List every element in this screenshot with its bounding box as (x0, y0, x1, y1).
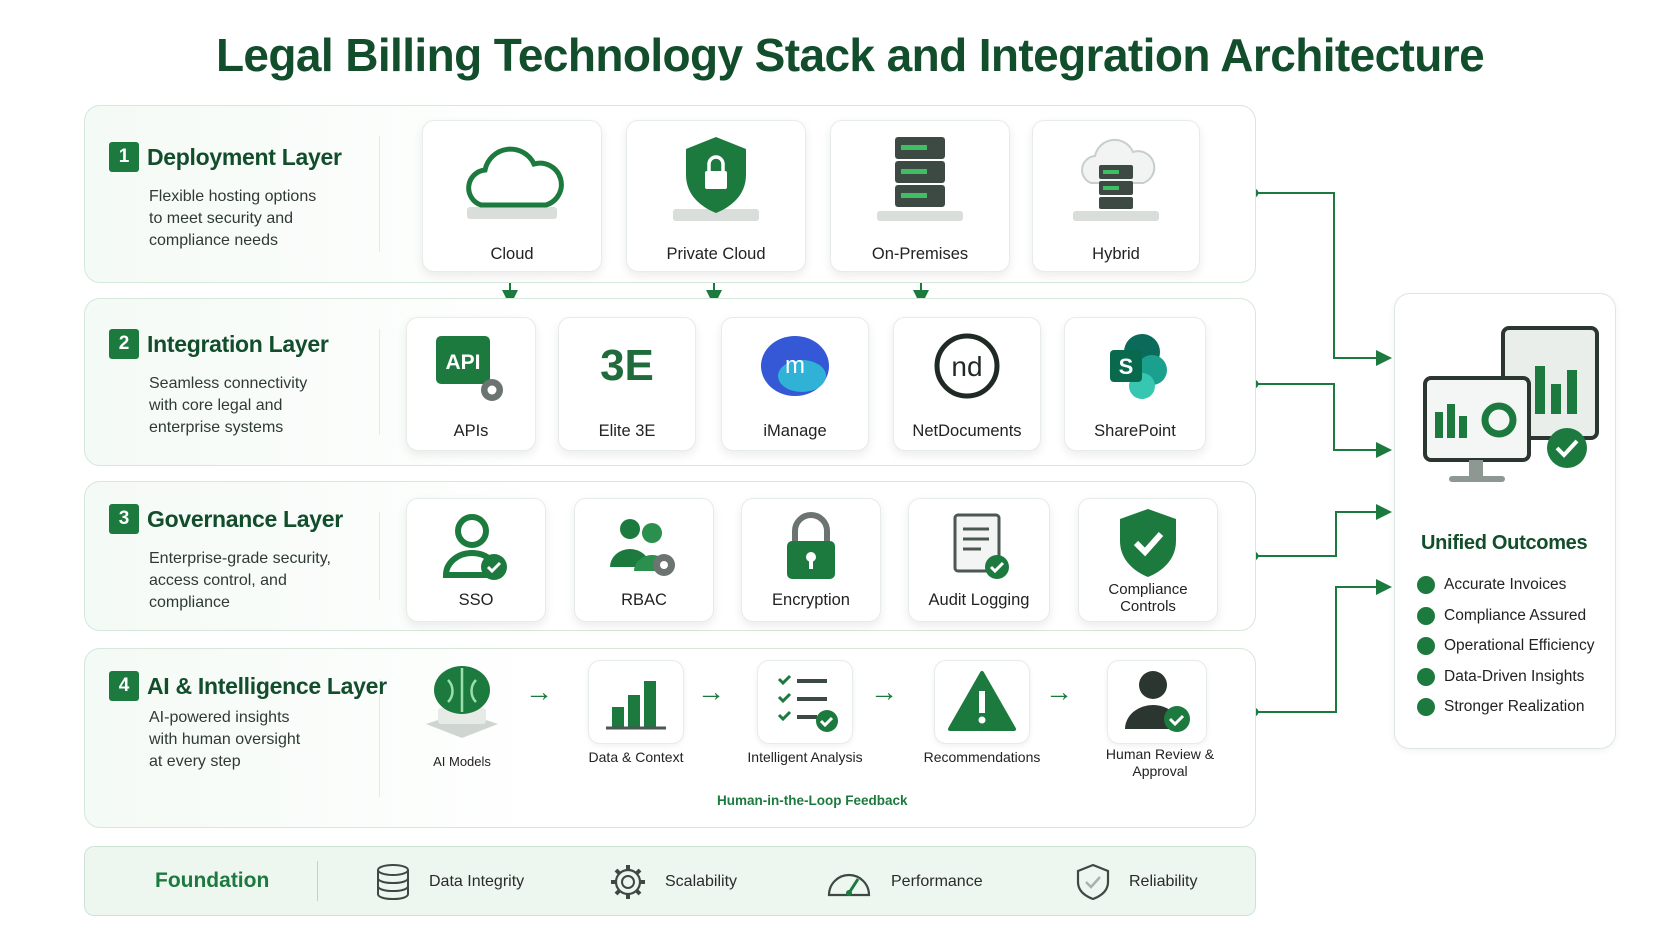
card-imanage[interactable]: m iManage (721, 317, 869, 451)
feedback-label: Human-in-the-Loop Feedback (711, 793, 914, 808)
flow-arrow: → (1045, 676, 1073, 707)
check-icon (1417, 667, 1435, 686)
flow-recommendations[interactable] (934, 660, 1030, 744)
layer-number: 2 (109, 329, 139, 359)
check-icon (1417, 637, 1435, 656)
divider (379, 136, 380, 252)
check-icon (1417, 698, 1435, 717)
card-cloud[interactable]: Cloud (422, 120, 602, 272)
layer-title: Integration Layer (147, 330, 329, 357)
flow-human-review[interactable] (1107, 660, 1207, 744)
layer-number: 3 (109, 504, 139, 534)
integration-layer: 2 Integration Layer Seamless connectivity… (84, 298, 1256, 466)
outcome-item: Operational Efficiency (1417, 631, 1595, 662)
card-on-premises[interactable]: On-Premises (830, 120, 1010, 272)
governance-layer: 3 Governance Layer Enterprise-grade secur… (84, 481, 1256, 631)
sharepoint-logo: S (1110, 334, 1167, 399)
divider (379, 329, 380, 435)
card-private-cloud[interactable]: Private Cloud (626, 120, 806, 272)
layer-number: 4 (109, 671, 139, 701)
shield-check-icon (1120, 509, 1176, 577)
foundation-performance: Performance (825, 863, 983, 901)
divider (379, 512, 380, 600)
outcome-item: Data-Driven Insights (1417, 662, 1595, 693)
cloud-server-icon (1073, 138, 1159, 221)
card-audit-logging[interactable]: Audit Logging (908, 498, 1050, 622)
deployment-layer: 1 Deployment Layer Flexible hosting optio… (84, 105, 1256, 283)
warning-icon (948, 671, 1016, 731)
flow-label: Data & Context (588, 749, 684, 765)
card-sso[interactable]: SSO (406, 498, 546, 622)
api-gear-icon: API (436, 336, 503, 401)
layer-title: Governance Layer (147, 505, 343, 532)
user-check-icon (442, 514, 507, 580)
card-compliance-controls[interactable]: Compliance Controls (1078, 498, 1218, 622)
foundation-data-integrity: Data Integrity (375, 863, 524, 901)
dashboard-monitors-icon (1423, 326, 1599, 482)
flow-ai-models[interactable]: AI Models (402, 658, 522, 770)
flow-label: Recommendations (923, 749, 1041, 765)
outcomes-title: Unified Outcomes (1421, 532, 1588, 554)
netdocuments-logo: nd (934, 333, 1000, 399)
foundation-title: Foundation (155, 869, 270, 892)
server-icon (877, 137, 963, 221)
flow-data-context[interactable] (588, 660, 684, 744)
layer-description: Enterprise-grade security,access control… (149, 550, 331, 611)
cloud-icon (466, 146, 564, 219)
user-approve-icon (1125, 671, 1190, 732)
outcomes-list: Accurate Invoices Compliance Assured Ope… (1417, 570, 1595, 723)
bar-chart-icon (606, 681, 666, 730)
card-rbac[interactable]: RBAC (574, 498, 714, 622)
flow-arrow: → (697, 676, 725, 707)
svg-text:S: S (1119, 354, 1134, 379)
svg-text:m: m (785, 352, 805, 379)
outcome-item: Compliance Assured (1417, 601, 1595, 632)
shield-lock-icon (673, 137, 759, 221)
gauge-icon (827, 873, 871, 897)
card-apis[interactable]: API APIs (406, 317, 536, 451)
flow-arrow: → (870, 676, 898, 707)
padlock-icon (787, 512, 835, 579)
foundation-scalability: Scalability (609, 863, 737, 901)
divider (379, 679, 380, 797)
svg-text:nd: nd (951, 351, 982, 382)
database-icon (377, 864, 409, 901)
card-sharepoint[interactable]: S SharePoint (1064, 317, 1206, 451)
elite-3e-logo: 3E (600, 341, 654, 390)
check-icon (1417, 576, 1435, 595)
layer-number: 1 (109, 142, 139, 172)
brain-chip-icon (426, 666, 498, 738)
shield-icon (1076, 863, 1110, 901)
check-icon (1417, 606, 1435, 625)
outcome-item: Stronger Realization (1417, 692, 1595, 723)
document-check-icon (953, 513, 1009, 579)
svg-text:3E: 3E (600, 341, 654, 390)
svg-text:API: API (445, 351, 480, 374)
unified-outcomes-panel: Unified Outcomes Accurate Invoices Compl… (1394, 293, 1616, 749)
layer-title: Deployment Layer (147, 143, 342, 170)
flow-intelligent-analysis[interactable] (757, 660, 853, 744)
card-encryption[interactable]: Encryption (741, 498, 881, 622)
imanage-logo: m (761, 336, 829, 396)
users-gear-icon (610, 519, 675, 576)
flow-label: Intelligent Analysis (747, 749, 863, 765)
card-hybrid[interactable]: Hybrid (1032, 120, 1200, 272)
flow-arrow: → (525, 676, 553, 707)
checklist-icon (777, 674, 838, 732)
gear-icon (611, 865, 645, 899)
flow-label: Human Review & Approval (1105, 746, 1215, 779)
foundation-bar: Foundation Data Integrity Scalability Pe… (84, 846, 1256, 916)
divider (317, 861, 318, 901)
outcome-item: Accurate Invoices (1417, 570, 1595, 601)
card-elite-3e[interactable]: 3E Elite 3E (558, 317, 696, 451)
foundation-reliability: Reliability (1075, 863, 1197, 901)
page-title: Legal Billing Technology Stack and Integ… (215, 29, 1485, 81)
card-netdocuments[interactable]: nd NetDocuments (893, 317, 1041, 451)
layer-title: AI & Intelligence Layer (147, 672, 387, 699)
